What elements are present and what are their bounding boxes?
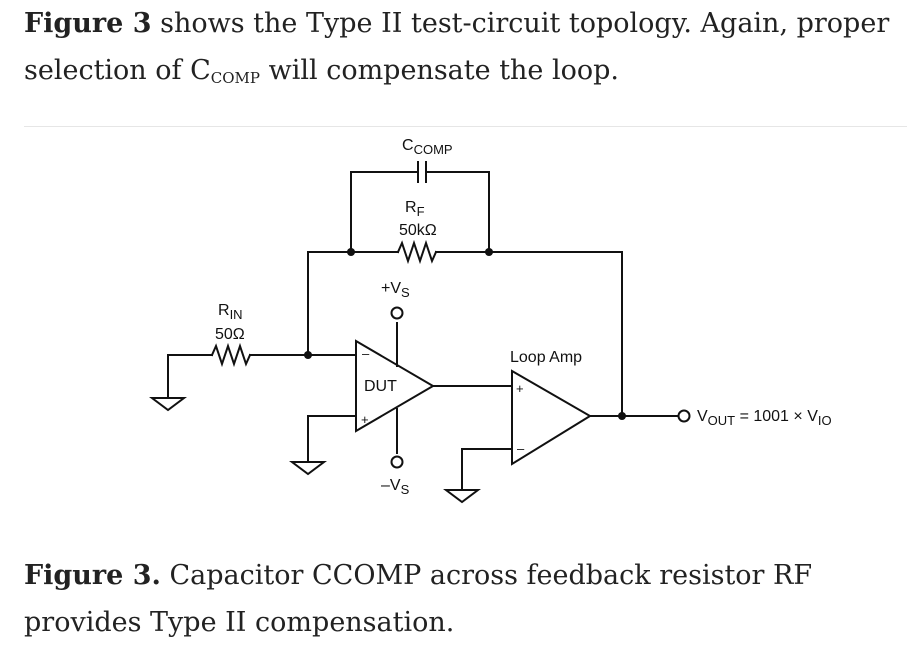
- junction-dot: [304, 351, 312, 359]
- vout-terminal: [677, 409, 691, 423]
- junction-dot: [618, 412, 626, 420]
- rin-resistor: [167, 342, 357, 399]
- ccomp-label: CCOMP: [402, 137, 453, 157]
- dut-opamp: [355, 322, 513, 454]
- ccomp-capacitor: [350, 161, 490, 253]
- junction-dot: [347, 248, 355, 256]
- junction-dot: [485, 248, 493, 256]
- dut-plus-sign: +: [361, 412, 369, 427]
- dut-noninverting-wire: [289, 415, 357, 476]
- caption-text: Capacitor CCOMP across feedback resistor…: [24, 560, 813, 638]
- rin-value: 50Ω: [215, 326, 245, 343]
- ground-rin-icon: [149, 397, 187, 412]
- vout-label: VOUT = 1001 × VIO: [697, 408, 832, 428]
- loop-amp-opamp: [443, 251, 680, 504]
- vs-negative-label: –VS: [381, 477, 410, 497]
- rin-label: RIN: [218, 302, 243, 322]
- vs-negative-terminal: [390, 455, 404, 469]
- loop-plus-sign: +: [516, 381, 524, 396]
- figure-divider: [24, 126, 907, 127]
- rf-value: 50kΩ: [399, 222, 437, 239]
- rf-resistor: [307, 239, 623, 265]
- intro-subscript: COMP: [210, 69, 261, 87]
- vs-positive-terminal: [390, 306, 404, 320]
- dut-label: DUT: [364, 378, 397, 395]
- caption-figure-ref: Figure 3.: [24, 560, 161, 591]
- loop-amp-label: Loop Amp: [510, 349, 582, 366]
- dut-minus-sign: –: [362, 346, 370, 361]
- intro-text-a: shows the Type II test-circuit topology.…: [24, 8, 890, 86]
- vs-positive-label: +VS: [381, 280, 410, 300]
- intro-paragraph: Figure 3 shows the Type II test-circuit …: [24, 0, 894, 102]
- circuit-schematic: CCOMP RF 50kΩ RIN 50Ω +VS –VS DUT – + Lo…: [149, 137, 832, 504]
- rf-label: RF: [405, 199, 425, 219]
- intro-figure-ref: Figure 3: [24, 8, 152, 39]
- figure-caption: Figure 3. Capacitor CCOMP across feedbac…: [24, 552, 894, 646]
- intro-text-b: will compensate the loop.: [260, 55, 620, 86]
- loop-minus-sign: –: [517, 441, 525, 456]
